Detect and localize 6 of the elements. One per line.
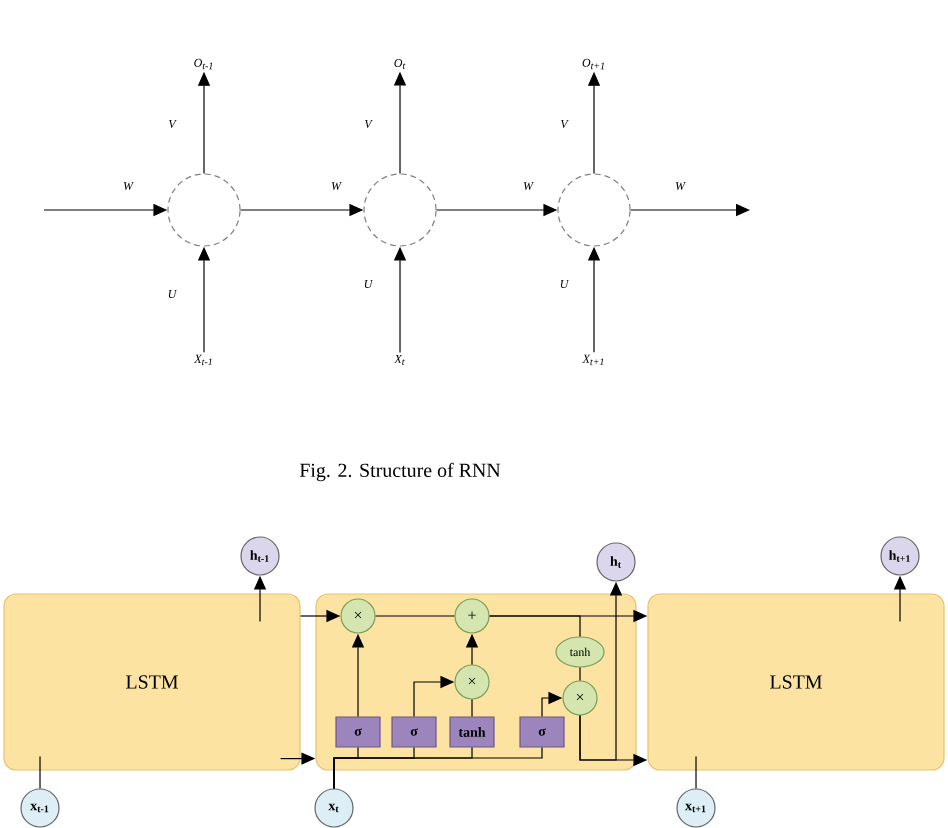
lstm-box: LSTM — [647, 593, 945, 771]
lstm-box: LSTM — [3, 593, 301, 771]
cell-circle — [363, 173, 437, 247]
caption: Fig. 2. Structure of RNN — [299, 462, 501, 482]
cell-circle — [167, 173, 241, 247]
cell-circle — [557, 173, 631, 247]
